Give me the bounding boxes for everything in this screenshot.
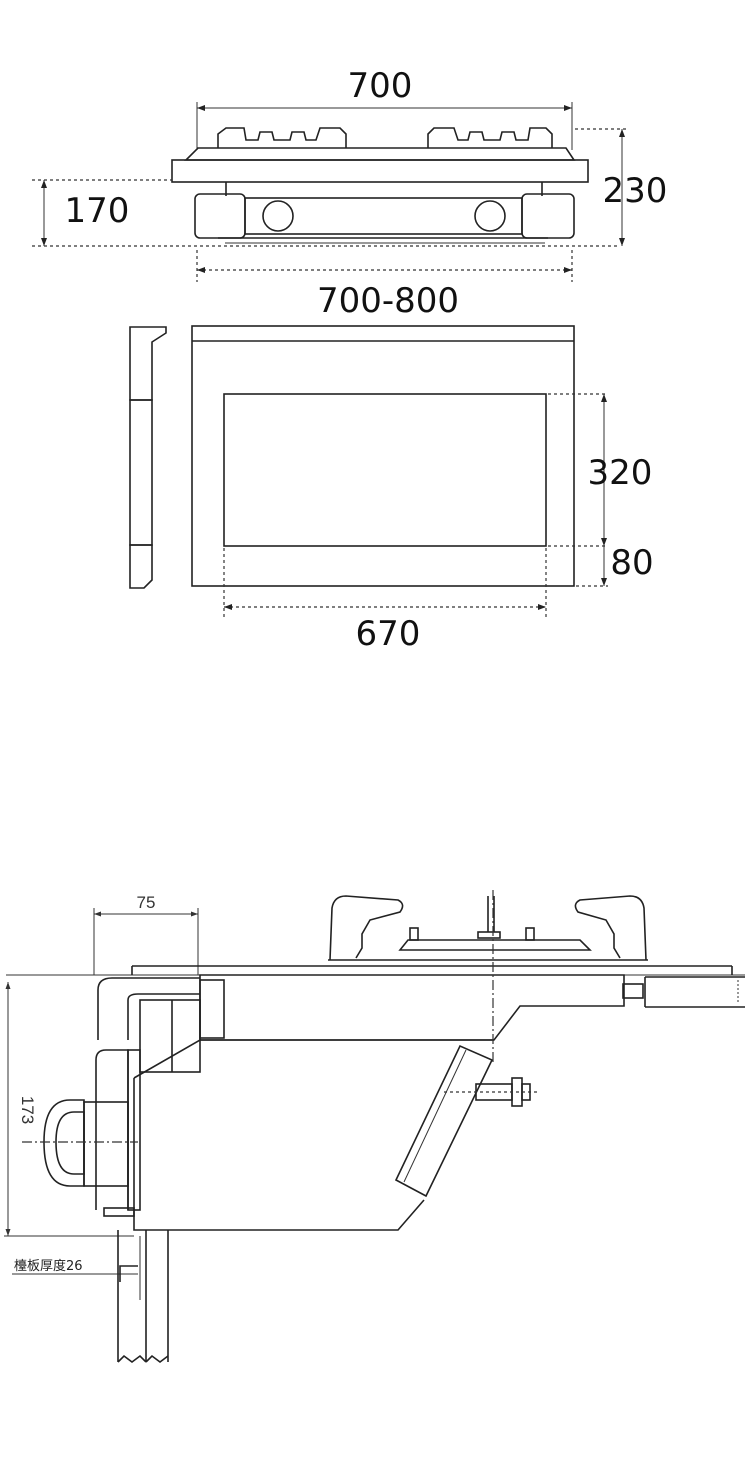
hob-elevation: 700 170 230 700-800 (32, 66, 667, 321)
dim-230: 230 (603, 171, 668, 211)
panel-thickness-label: 檯板厚度26 (14, 1258, 83, 1274)
dim-320: 320 (588, 453, 653, 493)
dim-700-800: 700-800 (317, 281, 459, 321)
dim-75: 75 (137, 893, 156, 912)
dim-173: 173 (18, 1096, 37, 1124)
dim-170: 170 (65, 191, 130, 231)
cutout-plan: 320 80 670 (129, 325, 654, 654)
dim-700: 700 (348, 66, 413, 106)
dim-80: 80 (610, 543, 653, 583)
section-view: 75 (4, 890, 745, 1363)
dim-670: 670 (356, 614, 421, 654)
